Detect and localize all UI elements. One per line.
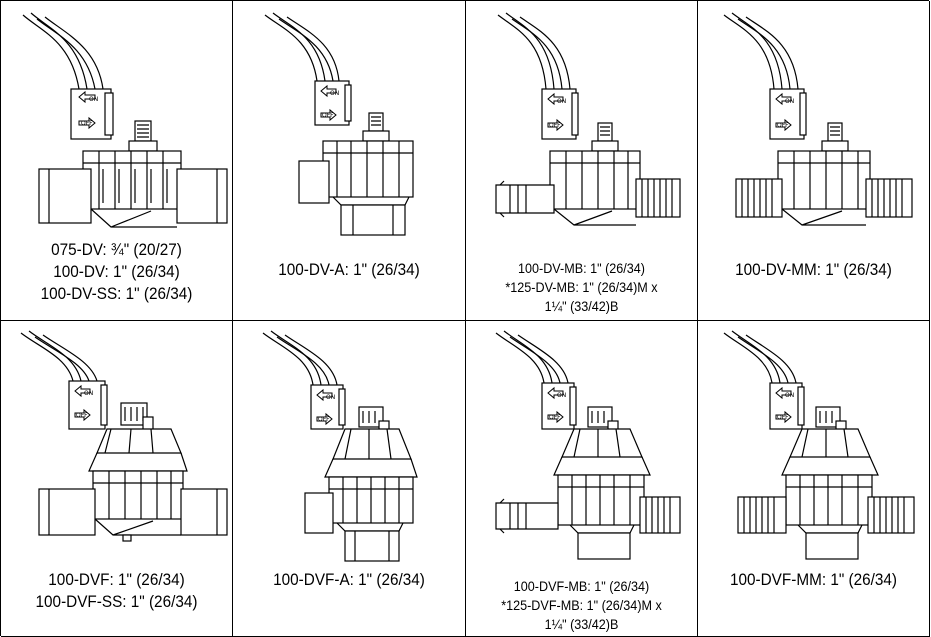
caption-line: 100-DV: 1" (26/34) bbox=[53, 262, 180, 281]
on-label: ON bbox=[785, 392, 794, 399]
caption-line: 075-DV: ¾" (20/27) bbox=[51, 240, 182, 259]
on-label: ON bbox=[557, 392, 566, 399]
solenoid-switch-icon: ON OFF bbox=[78, 90, 98, 130]
valve-100-dv-mm-drawing: ON OFF bbox=[723, 12, 913, 226]
on-label: ON bbox=[326, 394, 335, 401]
caption: 100-DV-MB: 1" (26/34) *125-DV-MB: 1" (26… bbox=[479, 259, 683, 316]
valve-100-dvf-drawing: ON OFF bbox=[20, 330, 228, 542]
caption-line: 100-DVF-SS: 1" (26/34) bbox=[35, 592, 198, 611]
valve-100-dvf-a-drawing: ON OFF bbox=[262, 330, 418, 562]
valve-100-dv-drawing: ON OFF bbox=[22, 12, 228, 228]
caption: 100-DVF-A: 1" (26/34) bbox=[246, 569, 451, 591]
solenoid-switch-icon: ON OFF bbox=[316, 388, 335, 426]
valve-100-dv-mb-drawing: ON OFF bbox=[495, 12, 681, 226]
off-label: OFF bbox=[322, 112, 334, 119]
cell-100-dv-mb: ON OFF 100-DV-MB: 1" (26/34) *125-DV-MB:… bbox=[466, 1, 698, 321]
caption: 075-DV: ¾" (20/27) 100-DV: 1" (26/34) 10… bbox=[14, 239, 218, 305]
off-label: OFF bbox=[76, 412, 88, 419]
solenoid-switch-icon: ON OFF bbox=[547, 92, 566, 132]
caption-line: 100-DV-SS: 1" (26/34) bbox=[40, 284, 193, 303]
on-label: ON bbox=[330, 90, 339, 97]
caption: 100-DV-A: 1" (26/34) bbox=[246, 259, 451, 281]
off-label: OFF bbox=[318, 416, 330, 423]
caption-line: 1¼" (33/42)B bbox=[544, 298, 619, 314]
valve-100-dvf-mm-drawing: ON OFF bbox=[723, 330, 915, 560]
solenoid-switch-icon: ON OFF bbox=[775, 92, 794, 132]
off-label: OFF bbox=[549, 414, 561, 421]
solenoid-switch-icon: ON OFF bbox=[74, 384, 93, 422]
off-label: OFF bbox=[777, 122, 789, 129]
caption-line: 100-DVF-A: 1" (26/34) bbox=[273, 570, 425, 589]
valve-100-dvf-mb-drawing: ON OFF bbox=[495, 330, 681, 560]
on-label: ON bbox=[785, 98, 794, 105]
caption-line: *125-DV-MB: 1" (26/34)M x bbox=[505, 279, 658, 295]
caption-line: 1¼" (33/42)B bbox=[544, 616, 619, 632]
caption-line: 100-DVF-MB: 1" (26/34) bbox=[513, 578, 650, 594]
on-label: ON bbox=[84, 390, 93, 397]
caption-line: 100-DV-MB: 1" (26/34) bbox=[517, 260, 646, 276]
cell-100-dv-mm: ON OFF 100-DV-MM: 1" (26/34) bbox=[698, 1, 930, 321]
cell-100-dv: ON OFF 075-DV: ¾" (20/27) 100-DV: 1" (26… bbox=[1, 1, 233, 321]
caption: 100-DVF: 1" (26/34) 100-DVF-SS: 1" (26/3… bbox=[14, 569, 218, 613]
cell-100-dvf-mm: ON OFF 100-DVF-MM: 1" (26/34) bbox=[698, 321, 930, 637]
solenoid-switch-icon: ON OFF bbox=[320, 84, 339, 122]
solenoid-switch-icon: ON OFF bbox=[547, 386, 566, 424]
valve-100-dv-a-drawing: ON OFF bbox=[264, 12, 414, 236]
caption-line: 100-DV-A: 1" (26/34) bbox=[278, 260, 420, 279]
off-label: OFF bbox=[81, 120, 93, 127]
caption-line: 100-DVF: 1" (26/34) bbox=[48, 570, 185, 589]
cell-100-dv-a: ON OFF 100-DV-A: 1" (26/34) bbox=[233, 1, 466, 321]
off-label: OFF bbox=[549, 122, 561, 129]
caption: 100-DV-MM: 1" (26/34) bbox=[711, 259, 915, 281]
caption-line: *125-DVF-MB: 1" (26/34)M x bbox=[501, 597, 662, 613]
caption: 100-DVF-MM: 1" (26/34) bbox=[711, 569, 915, 591]
caption-line: 100-DVF-MM: 1" (26/34) bbox=[730, 570, 897, 589]
cell-100-dvf: ON OFF 100-DVF: 1" (26/34) 100-DVF-SS: 1… bbox=[1, 321, 233, 637]
solenoid-switch-icon: ON OFF bbox=[775, 386, 794, 424]
on-label: ON bbox=[89, 96, 98, 103]
cell-100-dvf-a: ON OFF 100-DVF-A: 1" (26/34) bbox=[233, 321, 466, 637]
cell-100-dvf-mb: ON OFF 100-DVF-MB: 1" (26/34) *125-DVF-M… bbox=[466, 321, 698, 637]
off-label: OFF bbox=[777, 414, 789, 421]
caption-line: 100-DV-MM: 1" (26/34) bbox=[735, 260, 892, 279]
caption: 100-DVF-MB: 1" (26/34) *125-DVF-MB: 1" (… bbox=[479, 577, 683, 634]
on-label: ON bbox=[557, 98, 566, 105]
